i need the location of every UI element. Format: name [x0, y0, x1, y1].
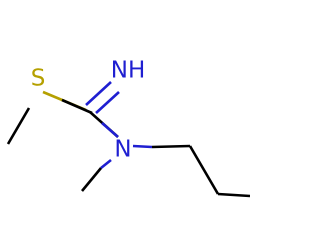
- structure-svg: NH S N: [6, 58, 250, 198]
- bond-c-imine-double-a: [85, 81, 112, 106]
- molecule-diagram: NH S N: [6, 57, 250, 198]
- bond-methyl-s: [6, 107, 31, 145]
- bond-s-carbon-dark: [61, 98, 93, 115]
- sulfur-label: S: [31, 66, 46, 92]
- bond-carbon-n-colored: [101, 122, 119, 138]
- bond-n-methyl: [80, 167, 103, 192]
- bond-n-methyl-upper: [100, 158, 112, 170]
- amine-nitrogen-label: N: [114, 137, 131, 163]
- bond-propyl-d: [217, 192, 250, 198]
- bond-propyl-b: [151, 144, 191, 149]
- imine-nitrogen-label: NH: [111, 58, 146, 84]
- bond-propyl-c: [188, 145, 220, 195]
- bond-c-imine-double-b: [95, 91, 120, 114]
- bond-n-propyl-a: [132, 144, 153, 149]
